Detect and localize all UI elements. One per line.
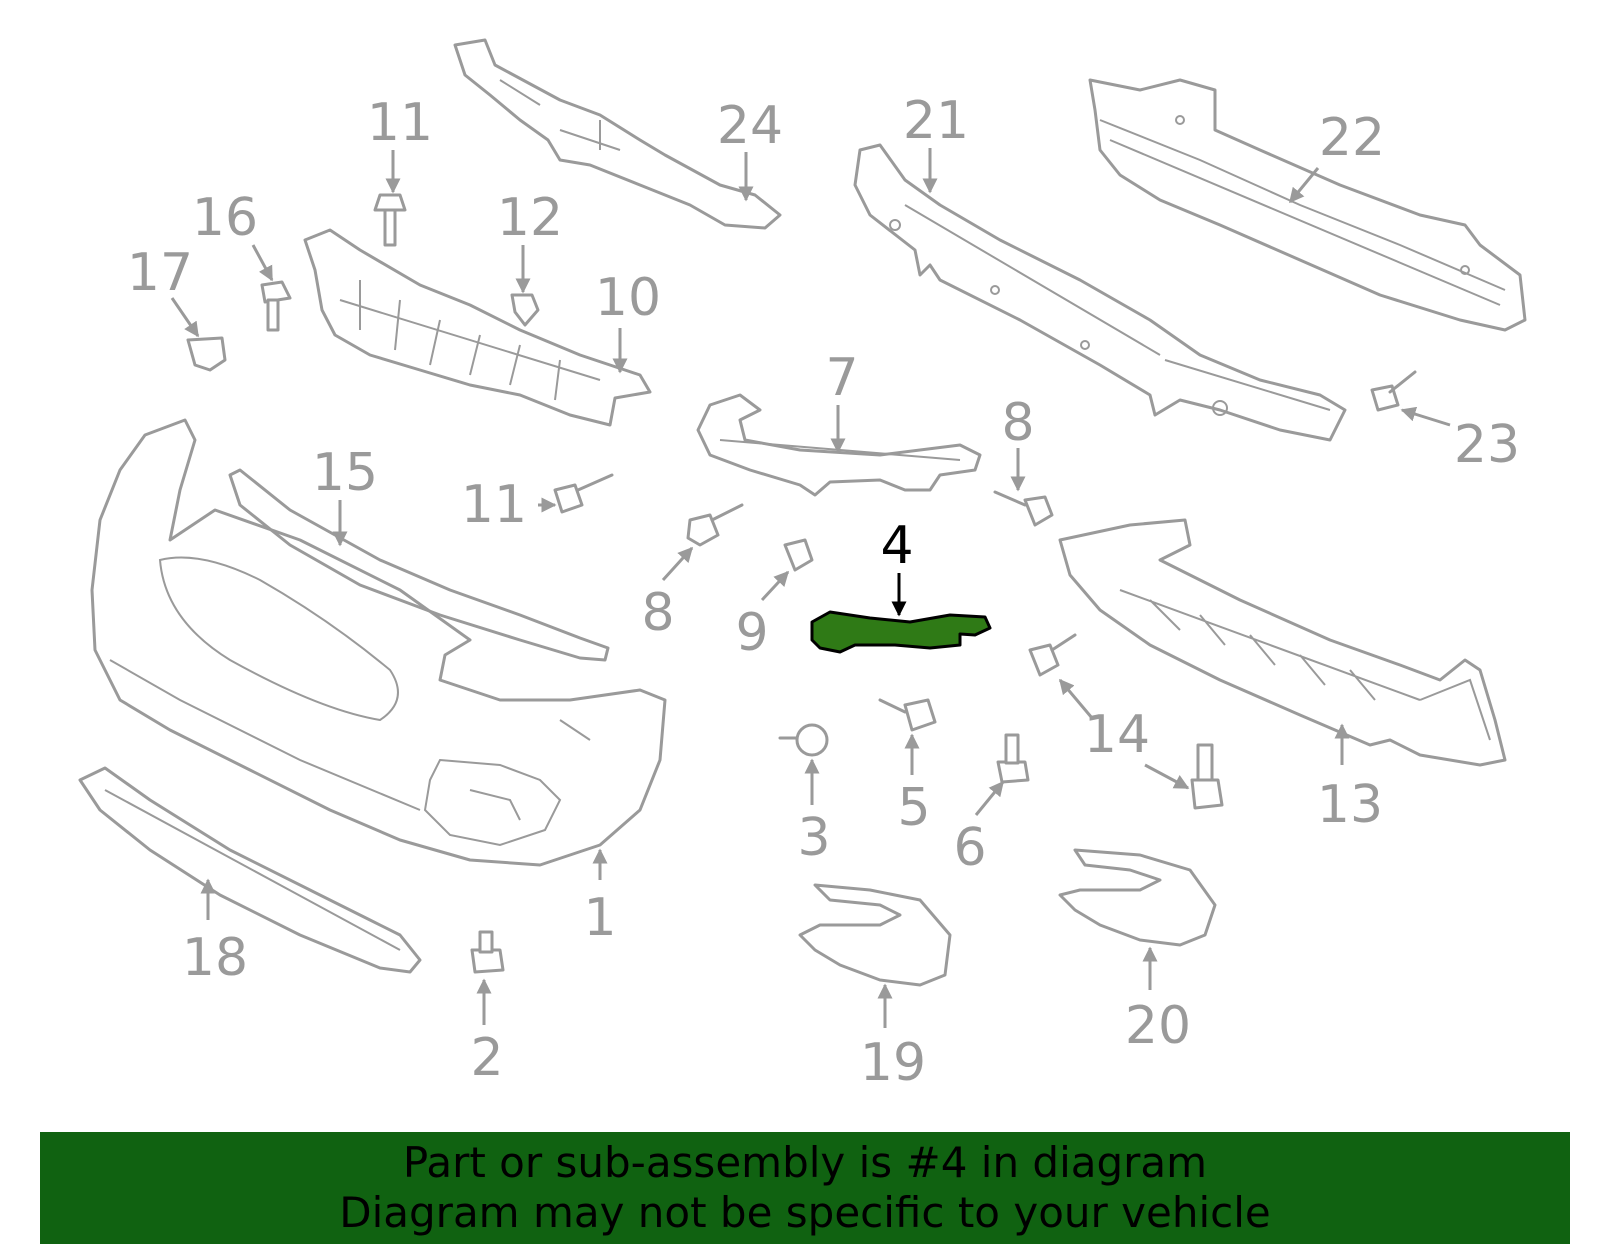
- fastener-5: [878, 698, 937, 732]
- parts-diagram: 1 2 3 4 5 6 7 8 8 9 10 11 11 12 13 14 15…: [78, 38, 1527, 1093]
- fastener-2: [470, 930, 505, 974]
- part-13-under-cover: [1058, 518, 1507, 767]
- fastener-14-top: [1028, 633, 1077, 677]
- part-22-impact-beam: [1088, 78, 1527, 332]
- banner-line-disclaimer: Diagram may not be specific to your vehi…: [339, 1188, 1271, 1237]
- callout-labels: 1 2 3 4 5 6 7 8 8 9 10 11 11 12 13 14 15…: [127, 91, 1520, 1093]
- callout-5: 5: [897, 778, 930, 838]
- callout-1: 1: [583, 888, 616, 948]
- callout-19: 19: [860, 1033, 926, 1093]
- callout-18: 18: [182, 928, 248, 988]
- callout-6: 6: [953, 818, 986, 878]
- callout-23: 23: [1454, 415, 1520, 475]
- part-10-grille-support: [303, 228, 652, 427]
- fastener-12: [510, 293, 540, 327]
- fastener-17: [186, 336, 227, 372]
- callout-11-top: 11: [367, 93, 433, 153]
- callout-7: 7: [825, 348, 858, 408]
- part-4-bracket-highlighted: [810, 610, 992, 654]
- part-21-reinforcement: [853, 143, 1347, 442]
- leader-lines: [170, 148, 1451, 1028]
- fastener-11-mid: [553, 473, 614, 514]
- fastener-3: [778, 723, 829, 757]
- fastener-9: [783, 538, 814, 572]
- fastener-16: [260, 280, 292, 332]
- callout-12: 12: [497, 188, 563, 248]
- callout-13: 13: [1317, 775, 1383, 835]
- callout-8-right: 8: [1001, 393, 1034, 453]
- callout-10: 10: [595, 268, 661, 328]
- fastener-6: [996, 733, 1030, 784]
- part-20-fog-bezel: [1058, 848, 1217, 947]
- callout-14-top: 14: [1084, 705, 1150, 765]
- fastener-23: [1370, 370, 1417, 412]
- part-15-molding: [228, 468, 610, 662]
- part-19-fog-bezel: [798, 883, 952, 987]
- callout-11-mid: 11: [461, 475, 527, 535]
- callout-21: 21: [903, 91, 969, 151]
- callout-3: 3: [797, 808, 830, 868]
- part-18-lower-trim: [78, 766, 422, 974]
- fastener-14-bottom: [1190, 743, 1224, 810]
- callout-8-left: 8: [641, 583, 674, 643]
- info-banner: Part or sub-assembly is #4 in diagram Di…: [40, 1132, 1570, 1244]
- callout-22: 22: [1319, 108, 1385, 168]
- callout-15: 15: [312, 443, 378, 503]
- fastener-8-right: [993, 490, 1054, 527]
- part-24-bracket: [453, 38, 782, 230]
- fastener-11-top: [373, 193, 407, 247]
- banner-line-part-number: Part or sub-assembly is #4 in diagram: [402, 1138, 1208, 1187]
- callout-9: 9: [735, 603, 768, 663]
- callout-20: 20: [1125, 996, 1191, 1056]
- callout-16: 16: [192, 188, 258, 248]
- callout-4: 4: [880, 516, 913, 576]
- callout-24: 24: [717, 96, 783, 156]
- fastener-8-left: [686, 503, 744, 547]
- part-1-bumper-cover: [90, 418, 667, 867]
- callout-17: 17: [127, 243, 193, 303]
- callout-2: 2: [470, 1028, 503, 1088]
